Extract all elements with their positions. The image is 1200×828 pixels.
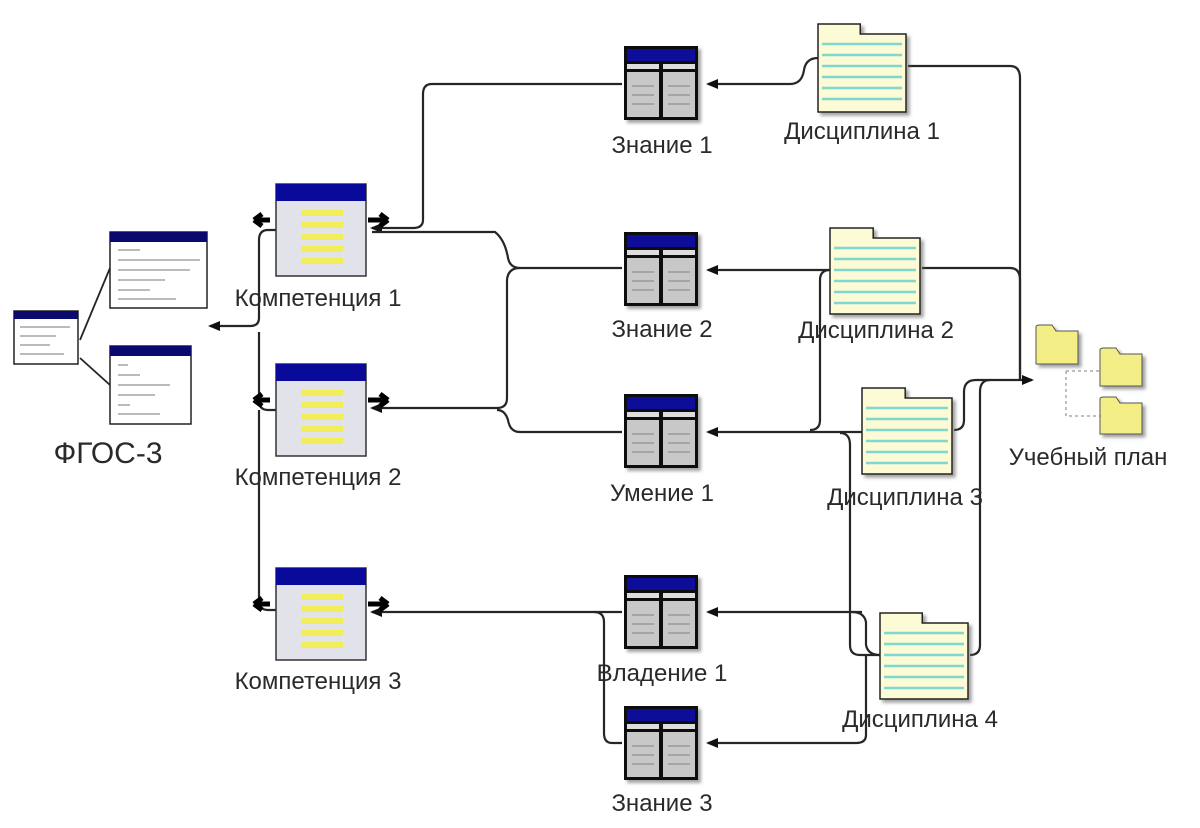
- edge-know3-comp3: [593, 610, 622, 745]
- edge-fgos-std2: [79, 357, 111, 386]
- disc4-label: Дисциплина 4: [842, 706, 998, 733]
- folder-document-icon: [879, 612, 969, 700]
- folder-document-icon: [817, 23, 907, 113]
- bidirectional-arrow-icon: [252, 392, 390, 408]
- edge-fgos-std1: [79, 267, 111, 341]
- edge-disc1-plan: [908, 64, 1022, 380]
- plan-folder-tree-icon: [1035, 324, 1143, 435]
- competence-window-icon: [275, 567, 367, 661]
- comp1-label: Компетенция 1: [234, 285, 402, 312]
- table-icon: [624, 46, 698, 120]
- edge-disc4-own1: [839, 431, 880, 657]
- disc3-node[interactable]: [861, 387, 953, 475]
- competence-window-icon: [275, 363, 367, 457]
- own1-node[interactable]: [624, 575, 698, 649]
- know3-label: Знание 3: [611, 790, 713, 817]
- disc1-label: Дисциплина 1: [784, 118, 940, 145]
- folder-document-icon: [861, 387, 953, 475]
- edge-disc4-own1-loop: [851, 610, 881, 657]
- disc3-label: Дисциплина 3: [827, 484, 983, 511]
- edge-know1-comp1: [370, 82, 622, 233]
- fgos-std-doc-2-icon: [109, 345, 192, 425]
- know1-label: Знание 1: [611, 132, 713, 159]
- disc1-node[interactable]: [817, 23, 907, 113]
- table-icon: [624, 575, 698, 649]
- bidirectional-arrow-icon: [252, 212, 390, 228]
- plan-node[interactable]: [1035, 324, 1143, 435]
- fgos-main-doc-icon: [13, 310, 79, 365]
- plan-label: Учебный план: [1008, 444, 1168, 471]
- edge-know2-comp1: [372, 230, 622, 270]
- disc2-node[interactable]: [829, 227, 921, 315]
- know2-node[interactable]: [624, 232, 698, 306]
- know1-node[interactable]: [624, 46, 698, 120]
- folder-document-icon: [829, 227, 921, 315]
- comp2-label: Компетенция 2: [234, 464, 402, 491]
- comp1-node[interactable]: [252, 183, 390, 277]
- fgos-std-doc-1-icon: [109, 231, 208, 309]
- edge-disc4-know3: [706, 655, 868, 748]
- edge-disc2-plan: [922, 266, 1022, 380]
- connectors: [79, 56, 1034, 748]
- edge-disc2-skill1-v: [809, 268, 831, 432]
- fgos-node[interactable]: [13, 231, 208, 425]
- comp3-label: Компетенция 3: [234, 668, 402, 695]
- edge-know2-comp2: [370, 266, 521, 413]
- edge-disc3-plan: [953, 375, 1034, 432]
- comp3-node[interactable]: [252, 567, 390, 661]
- edge-comp3-fgos: [257, 410, 278, 612]
- know3-node[interactable]: [624, 706, 698, 780]
- competence-window-icon: [275, 183, 367, 277]
- own1-label: Владение 1: [596, 660, 728, 687]
- edge-skill1-comp2: [496, 408, 622, 434]
- table-icon: [624, 706, 698, 780]
- table-icon: [624, 394, 698, 468]
- edge-disc1-know1: [706, 56, 819, 89]
- skill1-node[interactable]: [624, 394, 698, 468]
- table-icon: [624, 232, 698, 306]
- fgos-label: ФГОС-3: [53, 437, 163, 470]
- disc2-label: Дисциплина 2: [798, 317, 954, 344]
- edge-comp1-fgos: [208, 228, 278, 331]
- bidirectional-arrow-icon: [252, 596, 390, 612]
- skill1-label: Умение 1: [609, 480, 715, 507]
- comp2-node[interactable]: [252, 363, 390, 457]
- edge-disc4-plan: [969, 378, 991, 657]
- know2-label: Знание 2: [611, 316, 713, 343]
- disc4-node[interactable]: [879, 612, 969, 700]
